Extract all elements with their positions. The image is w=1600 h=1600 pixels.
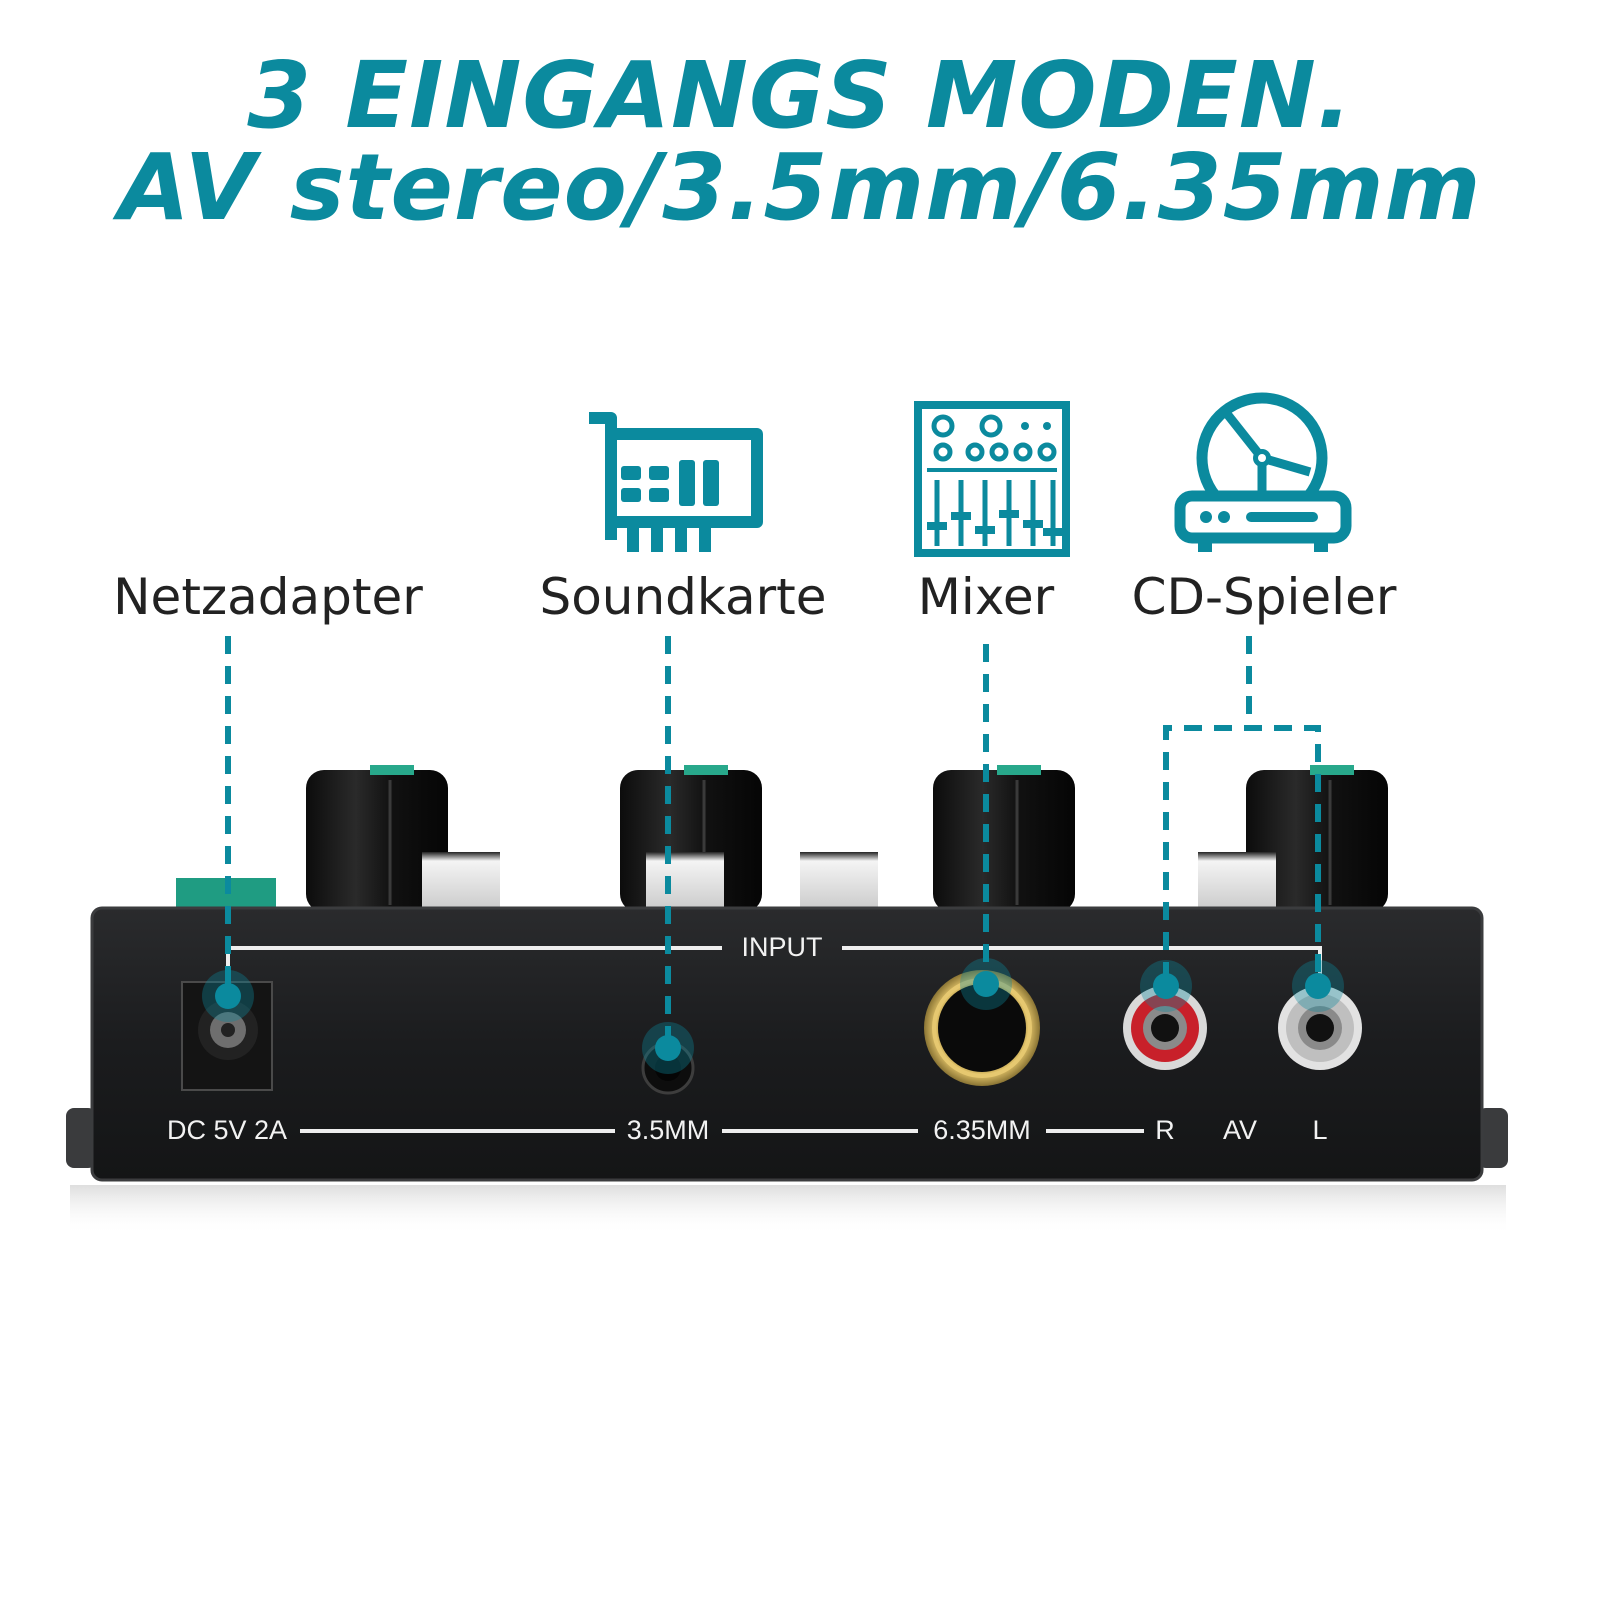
port-label-dc: DC 5V 2A (166, 1115, 288, 1145)
front-panel (90, 906, 1484, 1182)
slider-block[interactable] (422, 852, 500, 912)
side-screw-left (66, 1108, 96, 1168)
panel-input-label: INPUT (741, 932, 823, 962)
port-label-3-5mm: 3.5MM (626, 1115, 710, 1145)
mixer-icon (914, 401, 1070, 557)
port-label-l: L (1312, 1115, 1328, 1145)
panel-reflection (70, 1185, 1506, 1235)
callout-label-mixer: Mixer (917, 568, 1055, 626)
cd-player-icon (1174, 392, 1352, 552)
port-label-r: R (1155, 1115, 1175, 1145)
headline-line-1: 3 EINGANGS MODEN. (247, 42, 1353, 149)
side-screw-right (1478, 1108, 1508, 1168)
knob[interactable] (306, 765, 448, 912)
slider-block[interactable] (1198, 852, 1276, 912)
jack-3-5mm-port[interactable] (641, 1041, 695, 1095)
knob[interactable] (933, 765, 1075, 912)
callout-label-cd-spieler: CD-Spieler (1131, 568, 1397, 626)
headline-line-2: AV stereo/3.5mm/6.35mm (118, 134, 1482, 241)
port-label-av: AV (1222, 1115, 1258, 1145)
slider-block[interactable] (800, 852, 878, 912)
sound-card-icon (589, 412, 763, 552)
port-label-6-35mm: 6.35MM (933, 1115, 1031, 1145)
callout-label-soundkarte: Soundkarte (539, 568, 827, 626)
rca-left-port[interactable] (1278, 986, 1362, 1070)
callout-label-netzadapter: Netzadapter (113, 568, 423, 626)
slider-block[interactable] (646, 852, 724, 912)
rca-right-port[interactable] (1123, 986, 1207, 1070)
